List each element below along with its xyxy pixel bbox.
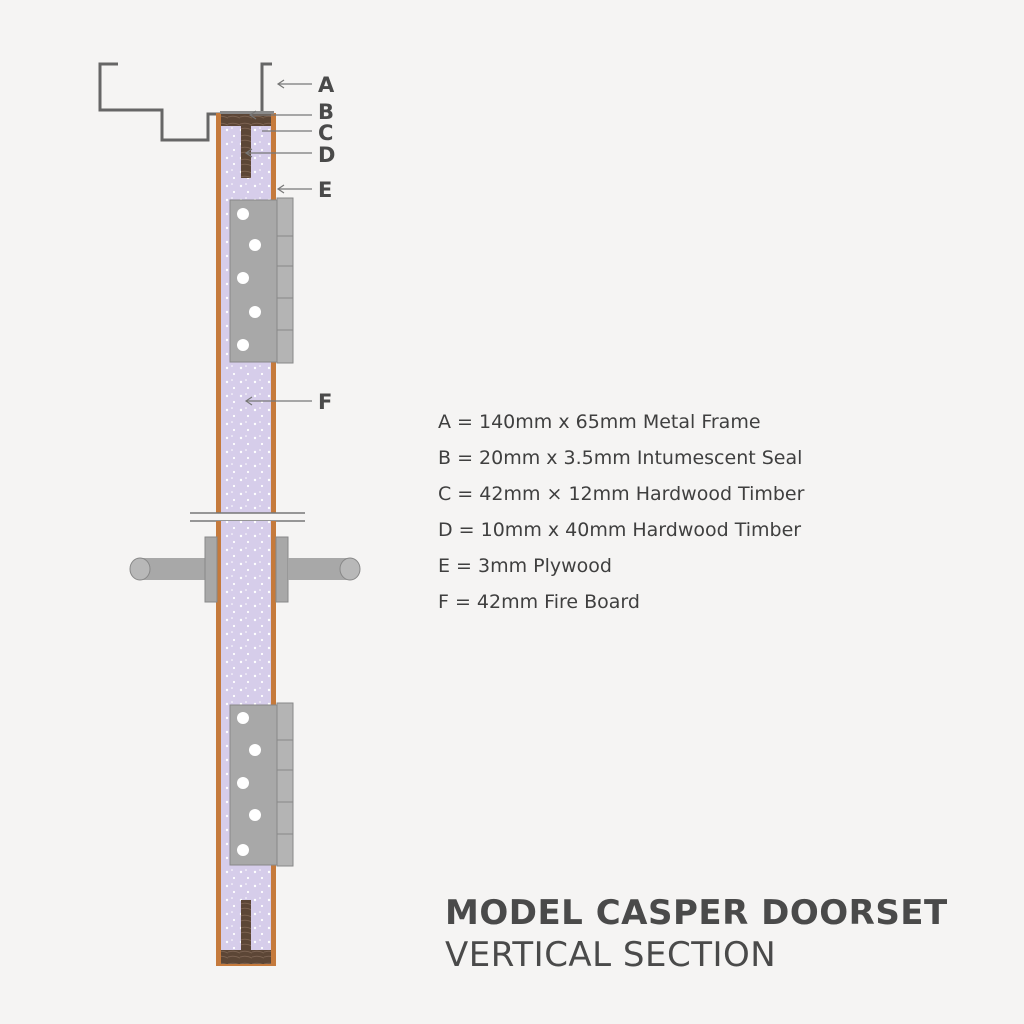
legend-item-f: F = 42mm Fire Board <box>438 591 640 613</box>
handle-icon <box>129 536 361 603</box>
callout-f: F <box>318 390 332 414</box>
callout-a: A <box>318 73 335 97</box>
legend-item-a: A = 140mm x 65mm Metal Frame <box>438 411 761 433</box>
legend: A = 140mm x 65mm Metal Frame B = 20mm x … <box>438 404 804 620</box>
title-block: MODEL CASPER DOORSET VERTICAL SECTION <box>445 893 948 975</box>
callout-leaders <box>244 79 312 406</box>
callout-e: E <box>318 178 332 202</box>
callout-d: D <box>318 143 335 167</box>
callout-b: B <box>318 100 334 124</box>
page-subtitle: VERTICAL SECTION <box>445 935 777 975</box>
callout-c: C <box>318 121 333 145</box>
intumescent-seal <box>220 111 274 114</box>
legend-item-c: C = 42mm × 12mm Hardwood Timber <box>438 483 805 505</box>
hinge-icon-lower <box>229 702 294 867</box>
hinge-icon <box>229 197 294 364</box>
legend-item-e: E = 3mm Plywood <box>438 555 612 577</box>
legend-item-b: B = 20mm x 3.5mm Intumescent Seal <box>438 447 803 469</box>
page-title: MODEL CASPER DOORSET <box>445 893 948 933</box>
legend-item-d: D = 10mm x 40mm Hardwood Timber <box>438 519 802 541</box>
break-line <box>190 512 305 522</box>
metal-frame-profile <box>98 62 272 142</box>
